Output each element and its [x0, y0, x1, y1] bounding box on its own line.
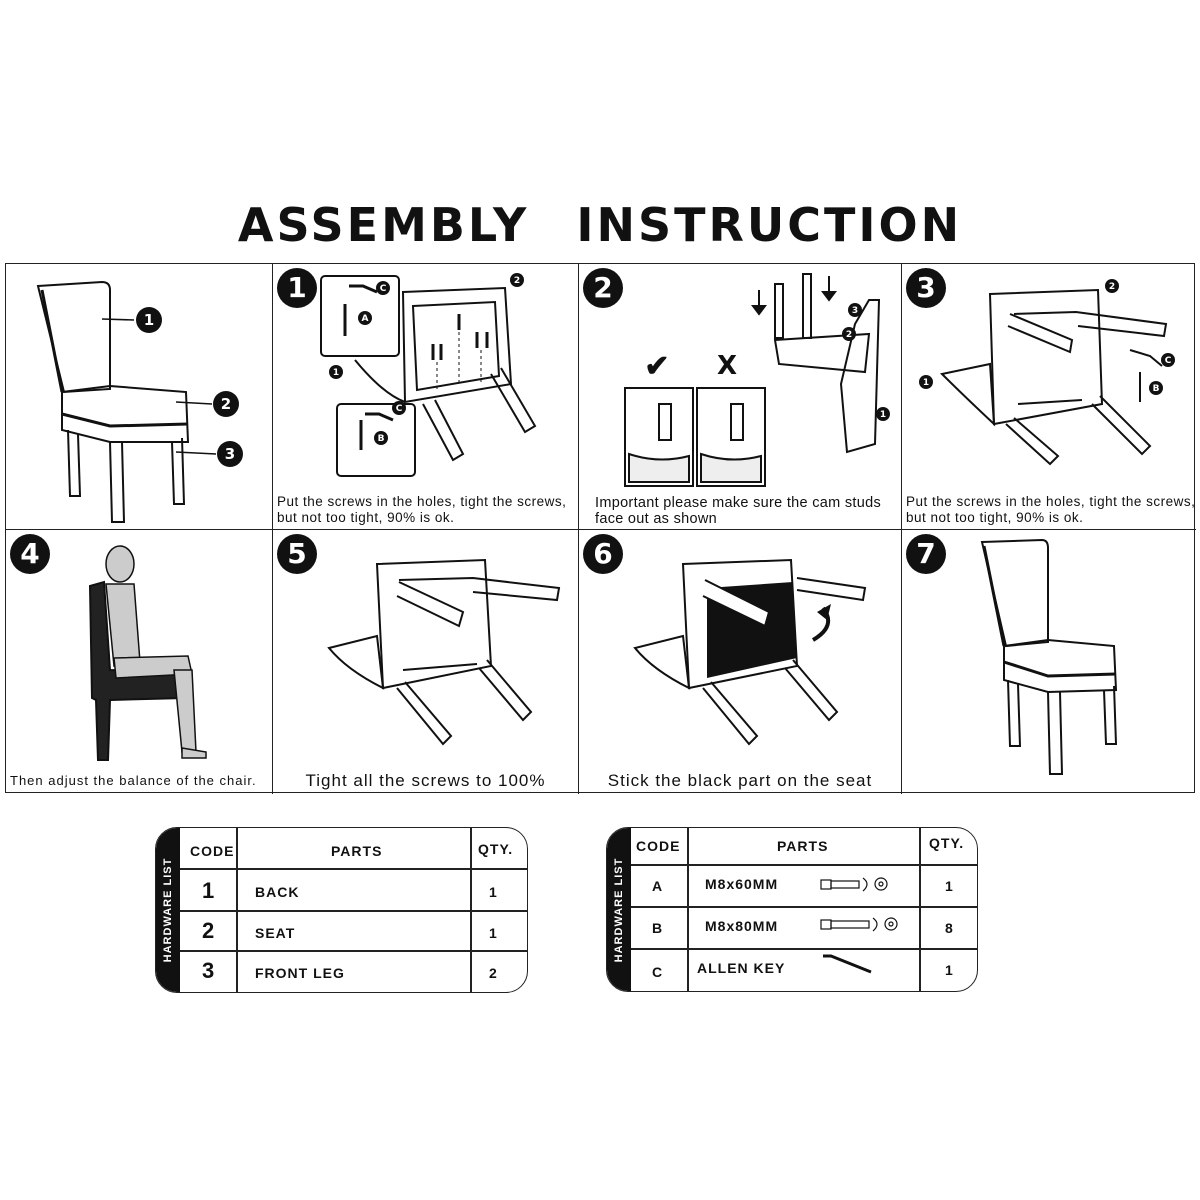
step-4-illustration	[88, 545, 207, 761]
callout-1: 1	[144, 311, 154, 329]
caption-line: face out as shown	[595, 511, 717, 527]
table-row-code: 1	[202, 878, 216, 903]
table-row-code: B	[652, 920, 664, 936]
label-b: B	[378, 434, 385, 444]
label-1: 1	[880, 410, 886, 420]
step-4-caption: Then adjust the balance of the chair.	[10, 773, 257, 788]
table-row-code: C	[652, 964, 664, 980]
label-1: 1	[923, 378, 929, 388]
header-qty: QTY.	[929, 835, 965, 851]
label-c: C	[1165, 356, 1172, 366]
step-5-illustration	[327, 558, 561, 746]
table-side-label: HARDWARE LIST	[156, 828, 180, 992]
step-5-caption: Tight all the screws to 100%	[305, 771, 546, 790]
table-row-part: M8x80MM	[705, 918, 779, 934]
side-label-text: HARDWARE LIST	[613, 857, 625, 962]
step-5-panel: 5 Tight all the screws to 100%	[273, 530, 579, 794]
table-row-part: ALLEN KEY	[697, 960, 786, 976]
step-number: 3	[906, 268, 946, 308]
side-label-text: HARDWARE LIST	[162, 857, 174, 963]
caption-line: but not too tight, 90% is ok.	[906, 510, 1084, 525]
step-7-panel: 7	[902, 530, 1196, 794]
step-2-panel: 3 2 1 ✔ X 2 Important please make sure t…	[579, 264, 902, 530]
header-parts: PARTS	[331, 843, 383, 859]
table-row-part: BACK	[255, 884, 300, 900]
page-title: ASSEMBLY INSTRUCTION	[237, 198, 963, 252]
table-row-code: A	[652, 878, 664, 894]
step-number: 5	[277, 534, 317, 574]
allen-key-icon	[823, 954, 872, 974]
step-number: 4	[10, 534, 50, 574]
header-code: CODE	[636, 838, 681, 854]
step-number: 1	[277, 268, 317, 308]
bolt-washer-icon	[820, 917, 898, 932]
header-code: CODE	[190, 843, 235, 859]
step-1-panel: A C B C 1 2 1 Put the screws in the hole…	[273, 264, 579, 530]
table-row-code: 3	[202, 958, 216, 983]
parts-table: HARDWARE LIST CODE PARTS QTY. 1 BACK 1 2…	[155, 827, 528, 993]
step-4-panel: 4 Then adjust the balance of the chair.	[6, 530, 273, 794]
cross-mark-icon: X	[717, 351, 737, 381]
bolt-washer-icon	[820, 877, 888, 892]
hardware-table: HARDWARE LIST CODE PARTS QTY. A M8x60MM …	[606, 827, 978, 992]
header-parts: PARTS	[777, 838, 829, 854]
step-number: 7	[906, 534, 946, 574]
label-2: 2	[846, 330, 852, 340]
table-side-label: HARDWARE LIST	[607, 828, 631, 991]
step-1-illustration: A C B C 1 2	[320, 273, 537, 477]
chair-overview-illustration: 1 2 3	[36, 280, 243, 523]
step-number: 2	[583, 268, 623, 308]
step-2-illustration: 3 2 1 ✔ X	[624, 273, 890, 487]
label-a: A	[362, 314, 369, 324]
step-6-illustration	[633, 558, 867, 746]
check-mark-icon: ✔	[644, 350, 669, 383]
step-6-caption: Stick the black part on the seat	[607, 771, 873, 790]
step-number: 6	[583, 534, 623, 574]
label-c-2: C	[396, 404, 403, 414]
step-3-panel: 2 1 C B 3 Put the screws in the holes, t…	[902, 264, 1196, 530]
table-row-part: SEAT	[255, 925, 296, 941]
label-2: 2	[514, 276, 520, 286]
table-row-qty: 1	[489, 884, 498, 900]
caption-line: Important please make sure the cam studs	[595, 495, 882, 511]
callout-3: 3	[225, 445, 235, 463]
table-row-part: FRONT LEG	[255, 965, 345, 981]
step-6-panel: 6 Stick the black part on the seat	[579, 530, 902, 794]
step-3-caption: Put the screws in the holes, tight the s…	[906, 494, 1195, 526]
label-b: B	[1153, 384, 1160, 394]
label-2: 2	[1109, 282, 1115, 292]
table-row-qty: 2	[489, 965, 498, 981]
label-c: C	[380, 284, 387, 294]
label-1: 1	[333, 368, 339, 378]
step-3-illustration: 2 1 C B	[919, 279, 1175, 466]
overview-panel: 1 2 3	[6, 264, 273, 530]
table-row-qty: 1	[945, 878, 954, 894]
label-3: 3	[852, 306, 858, 316]
caption-line: Put the screws in the holes, tight the s…	[277, 494, 567, 509]
instruction-grid: 1 2 3	[5, 263, 1196, 794]
table-row-qty: 1	[489, 925, 498, 941]
table-row-code: 2	[202, 918, 216, 943]
header-qty: QTY.	[478, 841, 514, 857]
chair-assembled-illustration	[980, 538, 1118, 775]
table-row-qty: 1	[945, 962, 954, 978]
caption-line: but not too tight, 90% is ok.	[277, 510, 455, 525]
table-row-part: M8x60MM	[705, 876, 779, 892]
caption-line: Put the screws in the holes, tight the s…	[906, 494, 1196, 509]
callout-2: 2	[221, 395, 231, 413]
table-row-qty: 8	[945, 920, 954, 936]
step-2-caption: Important please make sure the cam studs…	[595, 495, 881, 527]
step-1-caption: Put the screws in the holes, tight the s…	[277, 494, 566, 526]
